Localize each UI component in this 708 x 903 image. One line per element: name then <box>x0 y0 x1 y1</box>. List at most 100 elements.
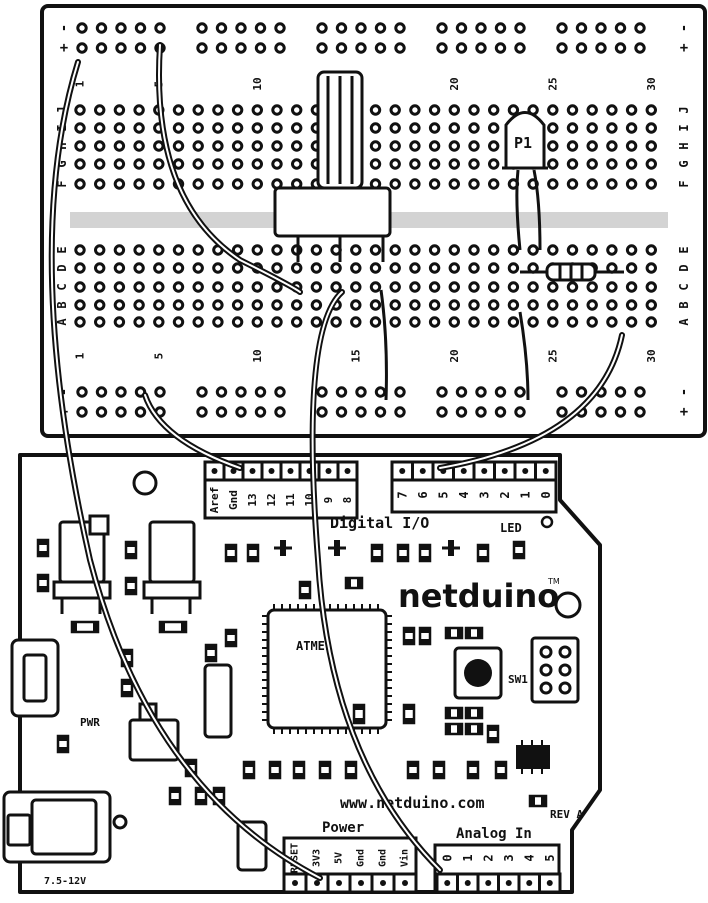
row-letter: B <box>677 301 691 308</box>
breadboard-hole <box>428 244 441 256</box>
breadboard-hole <box>154 22 166 34</box>
breadboard-hole <box>475 42 487 54</box>
breadboard-hole <box>153 299 165 311</box>
breadboard-hole <box>586 104 598 116</box>
breadboard-hole <box>316 406 328 418</box>
breadboard-hole <box>409 244 421 256</box>
row-letter: A <box>677 318 691 326</box>
header-pin-label: 12 <box>265 493 278 506</box>
breadboard-hole <box>575 386 588 398</box>
breadboard-hole <box>488 299 500 311</box>
breadboard-hole <box>488 244 500 256</box>
capacitor <box>203 663 233 739</box>
breadboard-hole <box>488 281 500 293</box>
breadboard-hole <box>133 158 145 170</box>
breadboard-hole <box>369 158 382 170</box>
mounting-hole <box>132 470 158 496</box>
breadboard-hole <box>409 316 421 328</box>
breadboard-hole <box>389 158 401 170</box>
column-number: 5 <box>152 353 165 360</box>
header-socket <box>211 468 218 474</box>
header-pin-label: 0 <box>539 491 553 498</box>
header-socket <box>230 468 237 474</box>
reset-pushbutton[interactable] <box>453 646 503 700</box>
breadboard-hole <box>113 140 126 152</box>
breadboard-hole <box>625 122 638 134</box>
smd-part <box>418 626 432 646</box>
column-number: 30 <box>645 77 658 90</box>
breadboard-hole <box>355 42 367 54</box>
mounting-hole <box>554 591 582 619</box>
breadboard-hole <box>606 316 618 328</box>
breadboard-hole <box>436 22 448 34</box>
smd-part <box>396 543 410 563</box>
breadboard-hole <box>556 22 568 34</box>
breadboard-hole <box>291 122 303 134</box>
breadboard-hole <box>113 299 126 311</box>
breadboard-hole <box>448 178 460 190</box>
breadboard-hole <box>436 42 448 54</box>
breadboard-hole <box>133 104 145 116</box>
breadboard-hole <box>645 281 657 293</box>
row-letter: F <box>55 180 69 187</box>
analog-header-label: Analog In <box>456 826 532 842</box>
breadboard-hole <box>172 158 185 170</box>
breadboard-hole <box>586 122 598 134</box>
breadboard-hole <box>310 281 323 293</box>
breadboard-hole <box>634 386 646 398</box>
breadboard-hole <box>235 386 247 398</box>
smd-part <box>158 620 188 634</box>
breadboard-hole <box>595 42 607 54</box>
power-pin-label: RESET <box>290 843 301 873</box>
breadboard-hole <box>310 262 323 274</box>
row-letter: B <box>55 301 69 308</box>
smd-part <box>168 786 182 806</box>
breadboard-hole <box>606 122 618 134</box>
breadboard-hole <box>74 104 86 116</box>
breadboard-hole <box>115 386 127 398</box>
header-socket <box>460 468 467 474</box>
breadboard-hole <box>115 42 127 54</box>
breadboard-hole <box>316 22 328 34</box>
smd-part <box>36 573 50 593</box>
breadboard-hole <box>369 281 382 293</box>
breadboard-hole <box>310 244 323 256</box>
smd-part <box>56 734 70 754</box>
breadboard-hole <box>251 244 263 256</box>
potentiometer <box>273 70 392 262</box>
header-socket <box>399 468 406 474</box>
breadboard-hole <box>94 244 106 256</box>
breadboard-hole <box>547 316 559 328</box>
breadboard-hole <box>428 122 441 134</box>
breadboard-hole <box>586 244 598 256</box>
breadboard-hole <box>645 158 657 170</box>
breadboard-hole <box>231 316 244 328</box>
header-socket <box>402 880 408 886</box>
breadboard-hole <box>394 22 406 34</box>
breadboard-hole <box>212 262 224 274</box>
breadboard-hole <box>192 244 204 256</box>
breadboard-hole <box>74 244 86 256</box>
breadboard-hole <box>94 178 106 190</box>
breadboard-hole <box>606 104 618 116</box>
breadboard-hole <box>389 178 401 190</box>
breadboard-hole <box>254 406 267 418</box>
breadboard-hole <box>468 122 480 134</box>
header-pin-label: 8 <box>341 497 354 504</box>
breadboard-jumpers <box>379 289 530 401</box>
breadboard-hole <box>389 262 401 274</box>
breadboard-hole <box>409 299 421 311</box>
breadboard-hole <box>274 406 286 418</box>
breadboard-hole <box>212 158 224 170</box>
breadboard-hole <box>455 386 468 398</box>
breadboard-hole <box>488 122 500 134</box>
breadboard-hole <box>74 316 86 328</box>
microcontroller-chip: ATMEL <box>262 604 392 734</box>
breadboard-hole <box>271 281 283 293</box>
breadboard-hole <box>133 299 145 311</box>
header-pin-label: 9 <box>322 497 335 504</box>
breadboard-hole <box>374 386 387 398</box>
power-header-label: Power <box>322 820 364 836</box>
resistor <box>520 262 624 282</box>
